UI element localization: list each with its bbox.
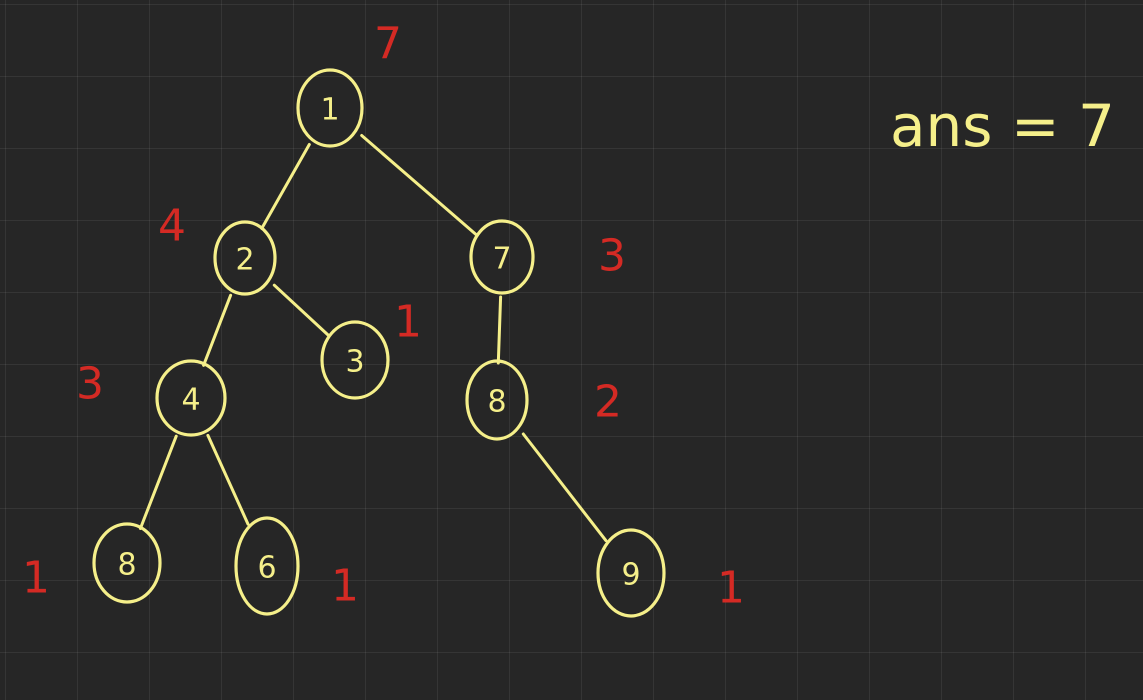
tree-node-n6: 6: [234, 516, 300, 616]
node-label: 9: [621, 558, 640, 593]
height-annotation-n3: 1: [394, 297, 422, 348]
node-label: 3: [345, 345, 364, 380]
node-circle: [465, 359, 529, 441]
tree-edge-n1-n2: [260, 143, 311, 230]
node-circle: [296, 68, 364, 148]
node-circle: [92, 522, 162, 604]
tree-node-n4: 4: [155, 359, 227, 437]
nodes-layer: 1 2 7 4 3 8 8 6 9: [92, 68, 666, 618]
node-label: 2: [235, 243, 254, 278]
tree-edge-n7-n8: [496, 295, 503, 365]
tree-edge-n2-n3: [272, 283, 331, 337]
height-annotation-n1: 7: [374, 19, 402, 70]
tree-node-n9: 9: [596, 528, 666, 618]
node-circle: [213, 220, 277, 296]
tree-edge-n1-n7: [360, 134, 478, 237]
height-annotation-n4: 3: [76, 359, 104, 410]
height-annotation-n8: 2: [594, 377, 622, 428]
edges-layer: [138, 134, 608, 543]
node-label: 8: [487, 385, 506, 420]
height-annotation-n6: 1: [331, 561, 359, 612]
node-circle: [320, 320, 390, 400]
node-circle: [469, 219, 535, 295]
tree-node-n2: 2: [213, 220, 277, 296]
height-annotation-n9: 1: [717, 563, 745, 614]
node-label: 8: [117, 548, 136, 583]
tree-node-n8: 8: [465, 359, 529, 441]
node-label: 4: [181, 383, 200, 418]
tree-node-n1: 1: [296, 68, 364, 148]
tree-node-n5: 8: [92, 522, 162, 604]
node-label: 7: [492, 242, 511, 277]
answer-text: ans = 7: [890, 92, 1115, 160]
node-label: 6: [257, 551, 276, 586]
height-annotation-n7: 3: [598, 231, 626, 282]
node-label: 1: [320, 93, 339, 128]
tree-edge-n2-n4: [202, 293, 233, 367]
tree-edge-n4-n6: [206, 433, 250, 526]
tree-node-n3: 3: [320, 320, 390, 400]
node-circle: [234, 516, 300, 616]
tree-edge-n4-n5: [138, 434, 178, 530]
height-annotation-n2: 4: [158, 201, 186, 252]
tree-edge-n8-n9: [521, 432, 608, 543]
node-circle: [596, 528, 666, 618]
height-annotation-n5: 1: [22, 553, 50, 604]
node-circle: [155, 359, 227, 437]
tree-node-n7: 7: [469, 219, 535, 295]
